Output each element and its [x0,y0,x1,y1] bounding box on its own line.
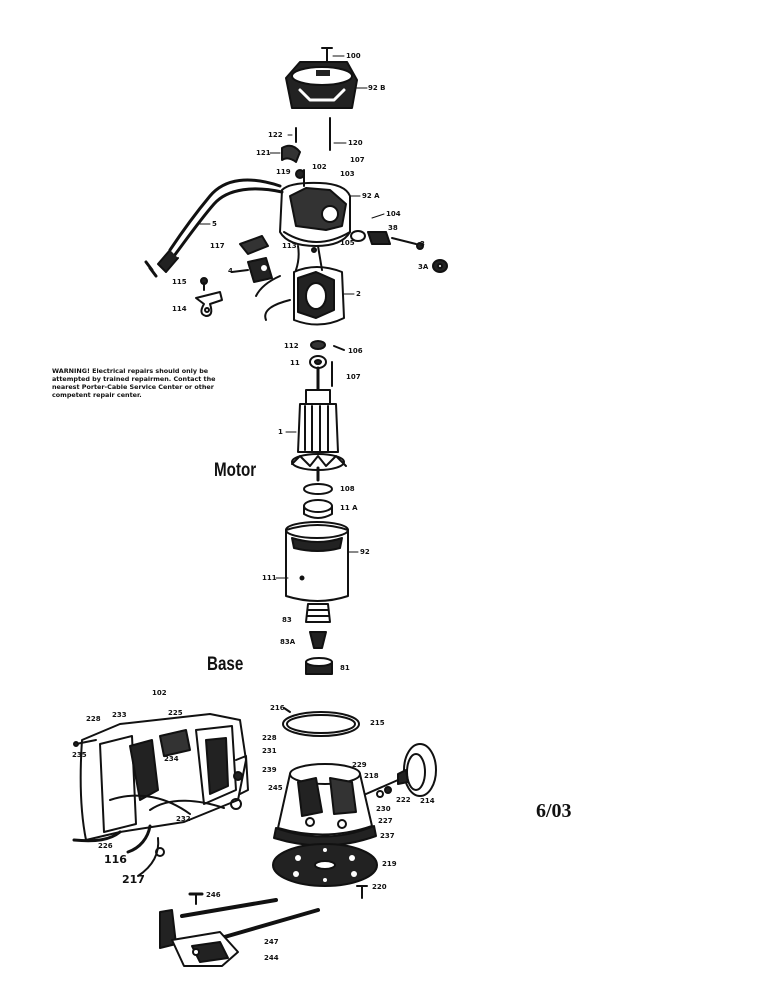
part-label-115: 115 [172,278,187,286]
part-label-83a: 83A [280,638,296,646]
part-label-108: 108 [340,485,355,493]
knob-214-222-230 [365,743,437,798]
part-label-217: 217 [122,873,145,886]
screw-246 [188,892,204,905]
part-label-11a: 11 A [340,504,358,512]
motor-housing-92 [275,521,359,602]
screw-122 [287,127,297,143]
part-label-116: 116 [104,853,127,866]
part-label-92a: 92 A [362,192,380,200]
part-label-112: 112 [284,342,299,350]
part-label-3a: 3A [418,263,429,271]
part-label-122: 122 [268,131,283,139]
edge-guide-247-244 [159,898,320,967]
part-label-103: 103 [340,170,355,178]
clip-121 [269,144,301,163]
part-label-120: 120 [348,139,363,147]
sub-base-219 [272,843,378,887]
part-label-231: 231 [262,747,277,755]
part-label-1: 1 [278,428,283,436]
part-label-105: 105 [340,239,355,247]
part-label-107-lower: 107 [346,373,361,381]
part-label-244: 244 [264,954,279,962]
part-label-247: 247 [264,938,279,946]
part-label-119: 119 [276,168,291,176]
part-label-100: 100 [346,52,361,60]
washer-108-bearing-11a [303,483,333,519]
part-label-121: 121 [256,149,271,157]
part-label-229: 229 [352,761,367,769]
part-label-222: 222 [396,796,411,804]
part-label-38: 38 [388,224,398,232]
part-label-83: 83 [282,616,292,624]
electrical-warning-note: WARNING! Electrical repairs should only … [52,367,216,399]
part-label-104: 104 [386,210,401,218]
part-label-230: 230 [376,805,391,813]
part-label-218: 218 [364,772,379,780]
part-label-233: 233 [112,711,127,719]
part-label-117: 117 [210,242,225,250]
screw-115 [200,277,208,291]
part-label-237: 237 [380,832,395,840]
part-label-107-top: 107 [350,156,365,164]
part-label-216: 216 [270,704,285,712]
base-section-title: Base [207,654,244,675]
part-label-102-base: 102 [152,689,167,697]
part-label-228-left: 228 [86,715,101,723]
motor-housing-92a [279,169,361,247]
clamp-114 [195,291,223,317]
power-cord-5 [144,178,284,278]
part-label-235: 235 [72,751,87,759]
part-label-5: 5 [212,220,217,228]
part-label-220: 220 [372,883,387,891]
part-label-111: 111 [262,574,277,582]
brush-holder-104-38-3 [350,213,448,273]
part-label-3: 3 [420,240,425,248]
band-216-215 [282,707,360,737]
part-label-81: 81 [340,664,350,672]
part-label-228-right: 228 [262,734,277,742]
handle-assembly-228 [79,713,249,841]
part-label-214: 214 [420,797,435,805]
part-label-92b: 92 B [368,84,386,92]
motor-section-title: Motor [214,460,257,481]
part-label-2: 2 [356,290,361,298]
wires-113-105 [295,245,323,271]
part-label-219: 219 [382,860,397,868]
screw-220 [356,885,368,899]
part-label-215: 215 [370,719,385,727]
part-label-234: 234 [164,755,179,763]
part-label-227: 227 [378,817,393,825]
part-label-246: 246 [206,891,221,899]
part-label-232: 232 [176,815,191,823]
screw-120 [329,117,347,151]
part-label-225: 225 [168,709,183,717]
part-label-102-motor: 102 [312,163,327,171]
screw-235 [73,739,97,747]
part-label-113: 113 [282,242,297,250]
revision-date: 6/03 [536,800,572,822]
router-base-227 [273,763,377,847]
part-label-226: 226 [98,842,113,850]
part-label-4: 4 [228,267,233,275]
screw-106-107 [331,345,345,387]
field-coil-2 [255,266,355,326]
part-label-92: 92 [360,548,370,556]
part-label-11: 11 [290,359,300,367]
part-label-245: 245 [268,784,283,792]
part-label-114: 114 [172,305,187,313]
collet-83-83a-81 [305,603,333,675]
armature-1 [285,366,347,482]
part-label-239: 239 [262,766,277,774]
part-label-106: 106 [348,347,363,355]
switch-4-117 [231,235,273,283]
motor-cap-92b [285,61,368,109]
cord-226-116-217 [72,824,165,877]
bearing-112-11 [309,340,327,369]
